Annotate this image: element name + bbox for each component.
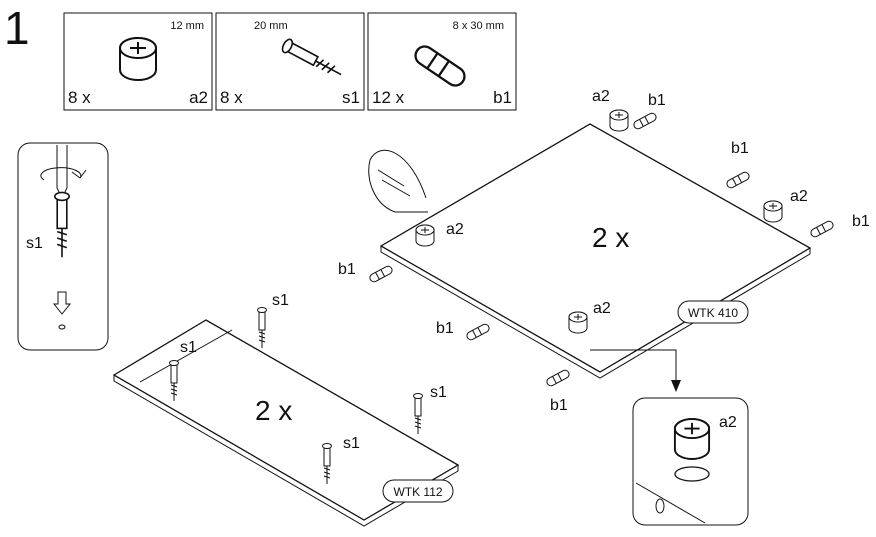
part-card-b1: 8 x 30 mm 12 x b1 xyxy=(367,12,517,111)
screwdriver-icon xyxy=(56,145,68,200)
drill-hole-icon xyxy=(58,324,66,330)
part-card-frame xyxy=(63,12,213,111)
cam-lock-icon xyxy=(415,224,435,247)
cam-lock-icon xyxy=(673,418,711,460)
detail-frame xyxy=(17,142,109,351)
panel-edge xyxy=(380,246,811,379)
dowel-screw-icon xyxy=(279,36,346,82)
panel-code-badge xyxy=(677,300,749,324)
panel-edge xyxy=(113,375,459,527)
dowel-screw-icon xyxy=(53,191,70,259)
wood-dowel-icon xyxy=(410,41,470,91)
detail-label: s1 xyxy=(26,235,43,252)
callout-b1: b1 xyxy=(338,261,356,278)
hand-icon xyxy=(368,149,428,213)
dowel-icon xyxy=(809,219,835,239)
detail-frame xyxy=(632,397,749,526)
part-size: 12 mm xyxy=(170,20,204,32)
part-card-a2: 12 mm 8 x a2 xyxy=(63,12,213,111)
callout-b1: b1 xyxy=(436,320,454,337)
dowel-icon xyxy=(545,368,571,388)
cam-lock-detail: a2 xyxy=(632,397,749,526)
callout-a2: a2 xyxy=(593,300,611,317)
drill-hole-icon xyxy=(674,466,710,482)
part-size: 20 mm xyxy=(254,20,288,32)
cam-lock-icon xyxy=(119,37,157,81)
leader-line xyxy=(590,349,677,380)
callout-b1: b1 xyxy=(648,92,666,109)
part-size: 8 x 30 mm xyxy=(453,20,504,32)
cam-lock-icon xyxy=(568,311,588,334)
part-card-frame xyxy=(215,12,365,111)
part-card-frame xyxy=(367,12,517,111)
down-arrow-icon xyxy=(52,291,72,315)
screwdriver-detail: s1 xyxy=(17,142,109,351)
dowel-icon xyxy=(465,322,491,342)
parts-legend: 12 mm 8 x a2 20 mm 8 x s1 8 x 30 mm 12 x… xyxy=(63,12,517,111)
panel-wtk-112: 2 x WTK 112 s1 s1 s1 s1 xyxy=(112,292,460,527)
callout-s1: s1 xyxy=(272,292,289,309)
panel-code: WTK 410 xyxy=(688,306,738,320)
callout-b1: b1 xyxy=(550,397,568,414)
callout-b1: b1 xyxy=(852,213,870,230)
detail-label: a2 xyxy=(719,414,737,431)
dowel-icon xyxy=(725,170,751,190)
part-quantity: 8 x xyxy=(220,88,243,107)
callout-b1: b1 xyxy=(731,140,749,157)
dowel-screw-icon xyxy=(413,393,423,435)
cam-lock-icon xyxy=(609,109,629,132)
panel-wtk-410: 2 x WTK 410 a2 b1 b1 a2 b1 a2 b1 b1 a2 b… xyxy=(338,88,870,414)
callout-s1: s1 xyxy=(430,384,447,401)
part-quantity: 12 x xyxy=(372,88,405,107)
panel-count: 2 x xyxy=(255,395,292,426)
panel-code: WTK 112 xyxy=(393,485,442,499)
part-code: b1 xyxy=(493,88,512,107)
dowel-icon xyxy=(368,264,394,284)
callout-a2: a2 xyxy=(790,188,808,205)
callout-s1: s1 xyxy=(180,339,197,356)
panel-count: 2 x xyxy=(592,222,629,253)
callout-s1: s1 xyxy=(343,435,360,452)
rotate-arrow-icon xyxy=(40,167,82,181)
step-number: 1 xyxy=(4,2,30,54)
dowel-screw-icon xyxy=(257,307,267,349)
part-code: s1 xyxy=(342,88,360,107)
callout-a2: a2 xyxy=(446,221,464,238)
arrow-head-icon xyxy=(671,380,681,392)
callout-a2: a2 xyxy=(592,88,610,105)
dowel-icon xyxy=(632,111,658,131)
part-code: a2 xyxy=(189,88,208,107)
part-card-s1: 20 mm 8 x s1 xyxy=(215,12,365,111)
part-quantity: 8 x xyxy=(68,88,91,107)
panel-code-badge xyxy=(382,479,454,503)
cam-lock-icon xyxy=(763,200,783,223)
